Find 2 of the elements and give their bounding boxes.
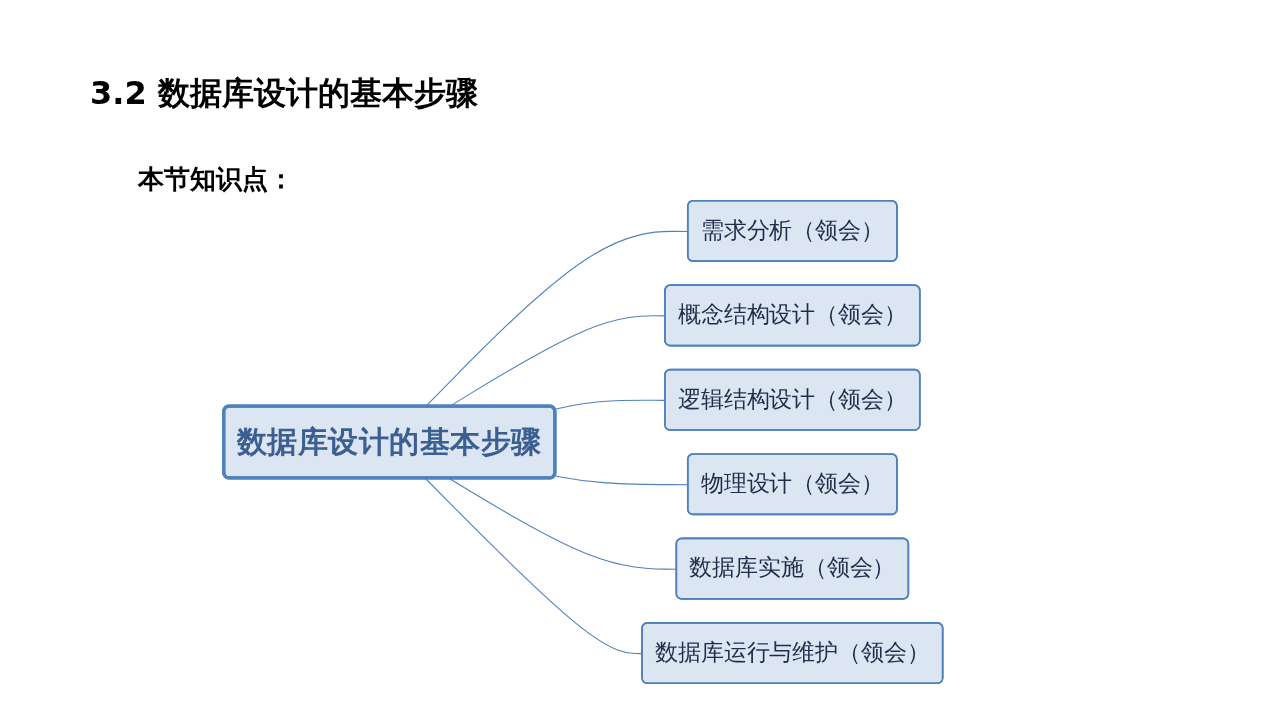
title: 3.2 数据库设计的基本步骤 [90,73,478,114]
section-heading: 本节知识点： [138,163,294,196]
